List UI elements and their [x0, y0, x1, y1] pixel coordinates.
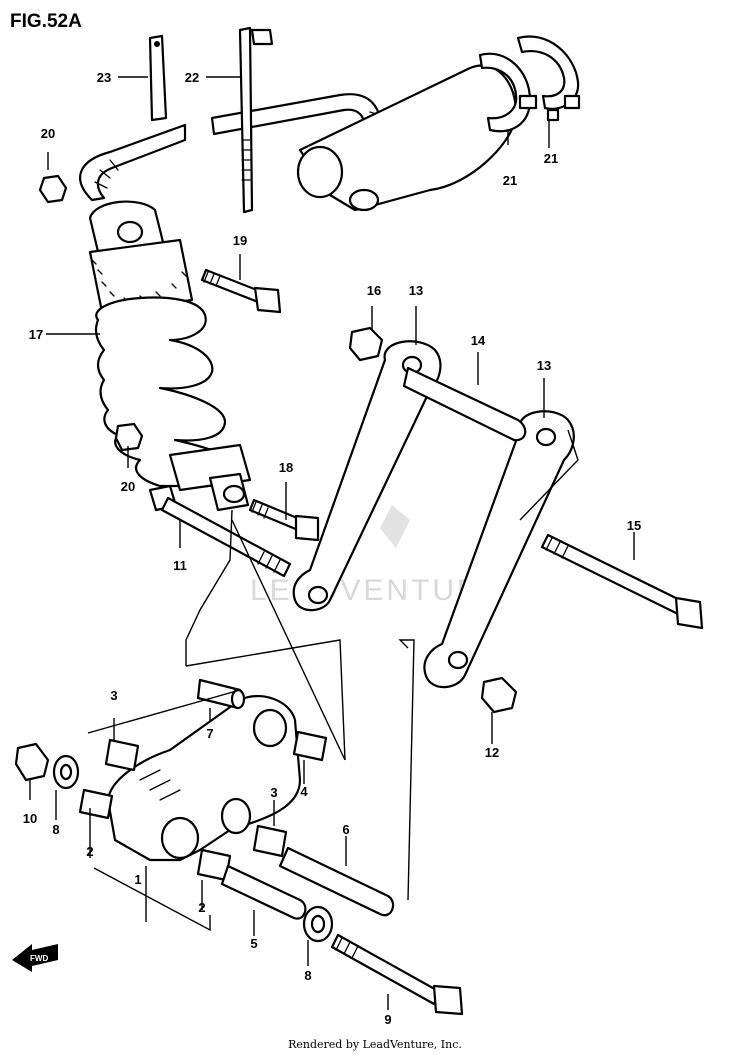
callout-18: 18	[279, 460, 293, 475]
rear-shock-absorber	[88, 200, 252, 512]
callout-11: 11	[173, 558, 187, 573]
cushion-lever	[78, 678, 395, 920]
callout-12: 12	[485, 745, 499, 760]
callout-20b: 20	[121, 479, 135, 494]
callout-labels: 1 2 2 3 3 4 5 6 7 8 8 9 10 11 12 13 13 1…	[23, 70, 641, 1027]
callout-16: 16	[367, 283, 381, 298]
nuts-and-washers	[14, 174, 518, 943]
callout-9: 9	[384, 1012, 391, 1027]
callout-13b: 13	[537, 358, 551, 373]
callout-2b: 2	[198, 900, 205, 915]
callout-14: 14	[471, 333, 486, 348]
forward-arrow: FWD	[12, 944, 58, 972]
figure-title: FIG.52A	[10, 11, 82, 32]
callout-13a: 13	[409, 283, 423, 298]
hose-clips	[148, 26, 274, 214]
callout-1: 1	[134, 872, 141, 887]
callout-4: 4	[300, 784, 308, 799]
callout-5: 5	[250, 936, 257, 951]
mounting-bolts	[148, 268, 704, 1016]
cushion-rods	[292, 340, 575, 689]
callout-21a: 21	[503, 173, 517, 188]
callout-3a: 3	[110, 688, 117, 703]
callout-7: 7	[206, 726, 213, 741]
callout-21b: 21	[544, 151, 558, 166]
shock-reservoir	[296, 35, 581, 212]
fwd-label: FWD	[30, 954, 48, 963]
callout-22: 22	[185, 70, 199, 85]
callout-3b: 3	[270, 785, 277, 800]
callout-17: 17	[29, 327, 43, 342]
leader-lines	[29, 76, 635, 1010]
callout-23: 23	[97, 70, 111, 85]
callout-19: 19	[233, 233, 247, 248]
assembly-guide-lines	[87, 429, 579, 932]
callout-2a: 2	[86, 844, 93, 859]
callout-6: 6	[342, 822, 349, 837]
callout-10: 10	[23, 811, 37, 826]
callout-20a: 20	[41, 126, 55, 141]
callout-8b: 8	[304, 968, 311, 983]
footer-credit: Rendered by LeadVenture, Inc.	[288, 1038, 462, 1051]
callout-8a: 8	[52, 822, 59, 837]
callout-15: 15	[627, 518, 641, 533]
